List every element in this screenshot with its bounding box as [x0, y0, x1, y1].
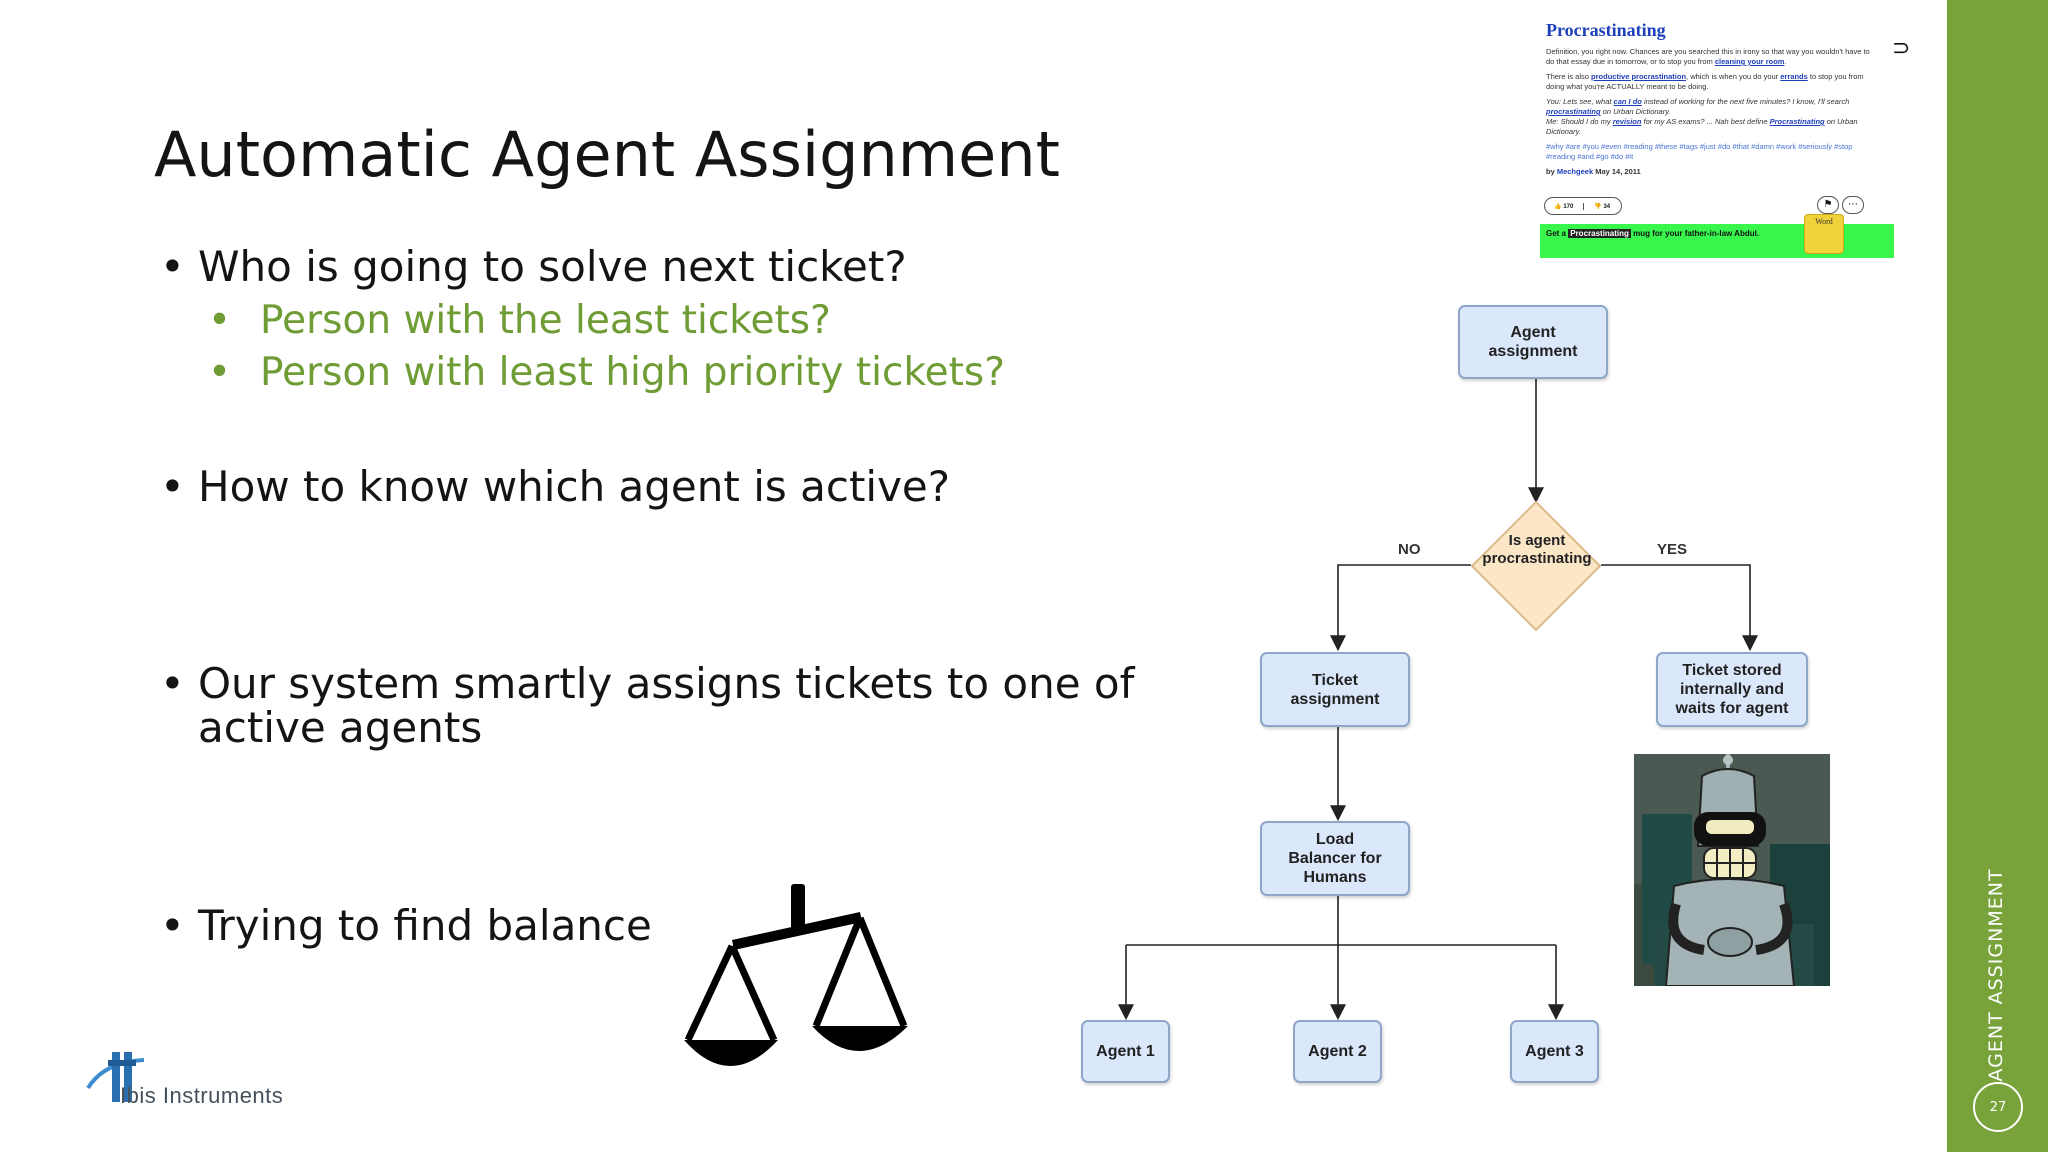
more-icon[interactable]: ⋯	[1842, 196, 1864, 214]
ud-vote-buttons[interactable]: 👍 170 👎 34	[1544, 197, 1622, 215]
ud-word-title: Procrastinating	[1546, 20, 1666, 40]
ud-link-errands[interactable]: errands	[1780, 72, 1808, 81]
flow-decision-procrastinating: Is agent procrastinating	[1482, 532, 1592, 567]
flow-node-load-balancer: Load Balancer for Humans	[1260, 821, 1410, 896]
cropped-icon-edge: ⊃	[1892, 36, 1911, 61]
flag-icon[interactable]: ⚑	[1817, 196, 1839, 214]
flow-node-ticket-stored: Ticket stored internally and waits for a…	[1656, 652, 1808, 727]
thumbs-down-icon[interactable]: 👎 34	[1582, 202, 1622, 210]
bullet-smart-assign: • Our system smartly assigns tickets to …	[160, 659, 1135, 752]
flow-node-agent-2: Agent 2	[1293, 1020, 1382, 1083]
bullet-active-agent: • How to know which agent is active?	[160, 462, 951, 511]
ud-link-productive-procrastination[interactable]: productive procrastination	[1591, 72, 1687, 81]
section-sidebar	[1947, 0, 2048, 1152]
urban-dictionary-card: Procrastinating Definition, you right no…	[1536, 14, 1896, 260]
bullet-who-solves: • Who is going to solve next ticket?	[160, 242, 907, 291]
flow-node-agent-1: Agent 1	[1081, 1020, 1170, 1083]
ud-tags[interactable]: #why #are #you #even #reading #these #ta…	[1546, 142, 1853, 161]
ud-author-link[interactable]: Mechgeek	[1556, 167, 1594, 176]
robot-character-image	[1634, 754, 1830, 986]
ud-definition: Definition, you right now. Chances are y…	[1546, 47, 1876, 182]
ud-link-procrastinating-2[interactable]: Procrastinating	[1769, 117, 1825, 126]
mug-image: Word	[1804, 214, 1844, 254]
thumbs-up-icon[interactable]: 👍 170	[1554, 203, 1574, 210]
ud-link-revision[interactable]: revision	[1612, 117, 1642, 126]
bullet-balance: • Trying to find balance	[160, 901, 652, 950]
flow-node-agent-3: Agent 3	[1510, 1020, 1599, 1083]
balance-scale-icon	[684, 884, 908, 1066]
ud-link-cleaning-your-room[interactable]: cleaning your room	[1714, 57, 1785, 66]
company-logo-text: Ibis Instruments	[120, 1083, 284, 1108]
flow-label-yes: YES	[1657, 541, 1688, 558]
sub-bullet-least-high-priority: • Person with least high priority ticket…	[208, 350, 1005, 395]
sub-bullet-least-tickets: • Person with the least tickets?	[208, 298, 831, 343]
flow-node-agent-assignment: Agent assignment	[1458, 305, 1608, 379]
slide-title: Automatic Agent Assignment	[154, 118, 1060, 191]
ud-link-can-i-do[interactable]: can I do	[1613, 97, 1642, 106]
ud-action-buttons: ⚑⋯	[1814, 196, 1864, 214]
ibis-logo-icon	[86, 1052, 145, 1102]
flow-label-no: NO	[1398, 541, 1421, 558]
ud-link-procrastinating[interactable]: procrastinating	[1546, 107, 1601, 116]
page-number-badge: 27	[1973, 1082, 2023, 1132]
flow-node-ticket-assignment: Ticket assignment	[1260, 652, 1410, 727]
section-label: AGENT ASSIGNMENT	[1985, 868, 2007, 1082]
